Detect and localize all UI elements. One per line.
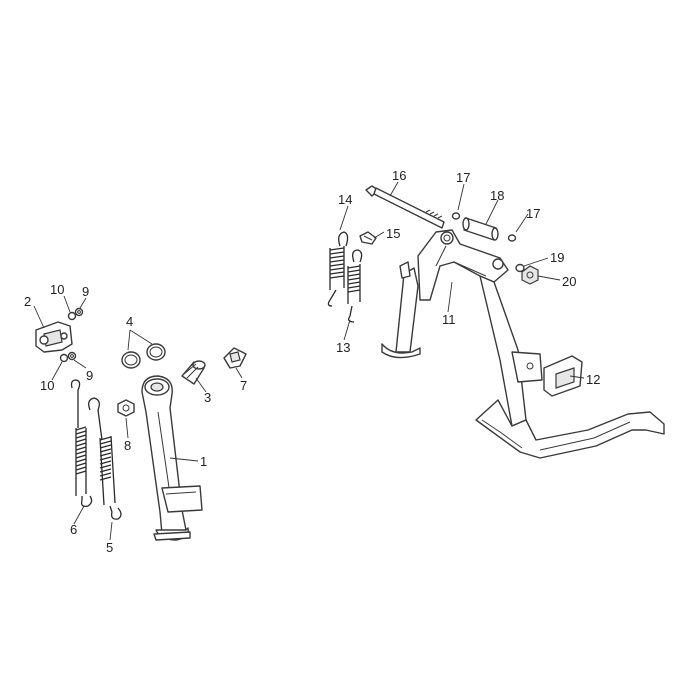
callout-9-lower: 9 (86, 368, 93, 383)
callout-19: 19 (550, 250, 564, 265)
callout-10-lower: 10 (40, 378, 54, 393)
callout-14: 14 (338, 192, 352, 207)
small-bolt (359, 231, 377, 245)
o-ring-pair (121, 343, 166, 369)
screw-upper (67, 307, 84, 321)
callout-12: 12 (586, 372, 600, 387)
pivot-bolt (365, 185, 445, 229)
callout-17-left: 17 (456, 170, 470, 185)
callout-6: 6 (70, 522, 77, 537)
callout-10-upper: 10 (50, 282, 64, 297)
spring-short (88, 397, 122, 520)
callout-9-upper: 9 (82, 284, 89, 299)
callout-11: 11 (442, 312, 456, 327)
callout-13: 13 (336, 340, 350, 355)
hex-nut (117, 399, 135, 417)
stand-stop-pad (543, 355, 583, 397)
centre-stand-spring-left (327, 231, 349, 307)
spring-peg (399, 261, 411, 279)
callout-18: 18 (490, 188, 504, 203)
centre-stand (381, 229, 665, 459)
spring-long (70, 379, 93, 508)
spacer-tube (462, 217, 499, 241)
leader-lines (33, 181, 585, 541)
centre-stand-spring-right (347, 249, 363, 323)
screw-lower (59, 351, 77, 363)
callout-5: 5 (106, 540, 113, 555)
callout-7: 7 (240, 378, 247, 393)
callout-17-right: 17 (526, 206, 540, 221)
callout-8: 8 (124, 438, 131, 453)
washer-left (451, 212, 461, 220)
callout-15: 15 (386, 226, 400, 241)
nut-20 (521, 265, 539, 285)
callout-labels: 1 2 3 4 5 6 7 8 9 9 10 10 11 12 13 14 15… (24, 168, 600, 555)
callout-16: 16 (392, 168, 406, 183)
callout-20: 20 (562, 274, 576, 289)
washer-right (507, 234, 517, 242)
rubber-stop (223, 347, 247, 369)
washer-19 (515, 263, 525, 273)
bushing (181, 360, 206, 385)
callout-3: 3 (204, 390, 211, 405)
side-stand (141, 375, 203, 541)
callout-2: 2 (24, 294, 31, 309)
side-stand-switch-bracket (35, 321, 73, 353)
callout-4: 4 (126, 314, 133, 329)
callout-1: 1 (200, 454, 207, 469)
